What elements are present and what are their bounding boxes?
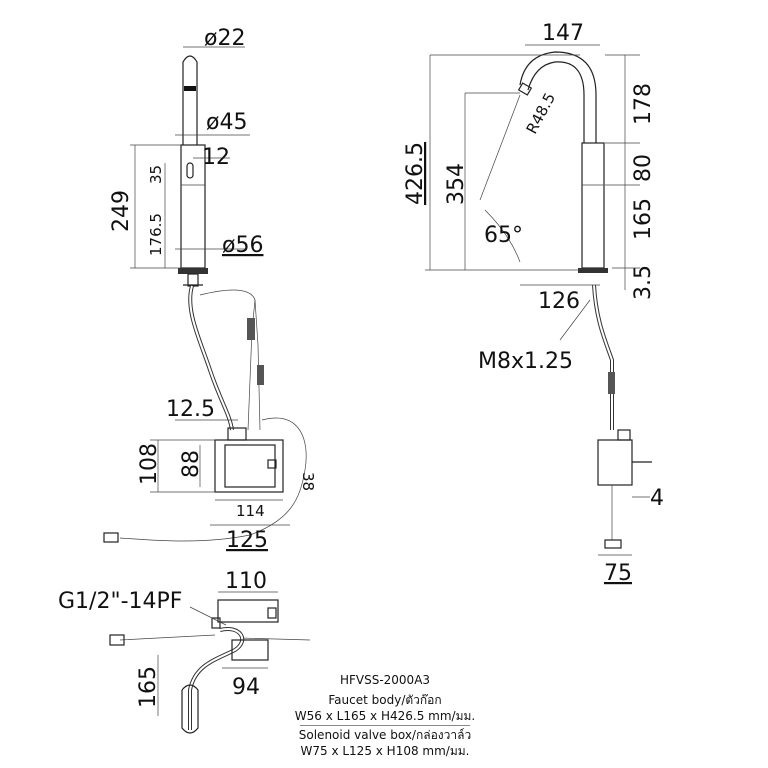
dim-depth: 94 [232, 675, 260, 700]
dim-sensor-base: 176.5 [147, 213, 165, 256]
dim-top-width: 110 [225, 569, 267, 594]
faucet-side-view: 147 426.5 354 R48.5 178 80 165 3.5 65° 1… [403, 21, 656, 430]
valve-dims: W75 x L125 x H108 mm/มม. [300, 744, 470, 758]
dim-total-height: 249 [109, 190, 134, 232]
solenoid-front-view: 12.5 108 88 38 114 125 [103, 285, 317, 553]
dim-inner-height: 88 [179, 450, 204, 478]
dim-height: 165 [136, 666, 161, 708]
dim-base-section: 3.5 [631, 265, 656, 300]
dim-box-width: 125 [226, 528, 268, 553]
dim-middle-section: 80 [631, 154, 656, 182]
dim-base-dia: ø56 [222, 233, 263, 258]
dim-inner-width: 114 [236, 502, 265, 520]
faucet-front-view: ø22 ø45 12 249 35 176.5 ø56 [109, 26, 263, 287]
dim-side-depth: 38 [299, 472, 317, 491]
faucet-dims: W56 x L165 x H426.5 mm/มม. [294, 709, 476, 723]
model-number: HFVSS-2000A3 [339, 673, 431, 687]
dim-overall-height: 426.5 [403, 142, 428, 205]
dim-radius: R48.5 [523, 90, 559, 137]
dim-top-section: 178 [631, 83, 656, 125]
dim-spout-dia: ø22 [204, 26, 245, 51]
dim-sensor-height: 35 [147, 165, 165, 184]
dim-thread: M8x1.25 [478, 349, 573, 374]
solenoid-top-view: 110 G1/2"-14PF 165 94 [58, 569, 311, 734]
dim-inlet-offset: 12.5 [166, 397, 215, 422]
dim-reach: 147 [542, 21, 584, 46]
dim-base-offset: 126 [538, 289, 580, 314]
dim-bracket: 4 [650, 486, 664, 511]
solenoid-side-view: 4 75 [597, 429, 664, 586]
faucet-label: Faucet body/ตัวก๊อก [328, 693, 442, 707]
dim-sensor-offset: 12 [202, 145, 230, 170]
valve-label: Solenoid valve box/กล่องวาล์ว [298, 728, 472, 742]
dim-angle: 65° [484, 223, 523, 248]
dim-tube-dia: ø45 [206, 110, 247, 135]
dim-lower-section: 165 [631, 198, 656, 240]
dim-box-height: 108 [137, 443, 162, 485]
dim-inlet-thread: G1/2"-14PF [58, 589, 182, 614]
dim-spout-height: 354 [444, 163, 469, 205]
dim-box-depth: 75 [604, 561, 632, 586]
spec-divider [300, 725, 470, 726]
